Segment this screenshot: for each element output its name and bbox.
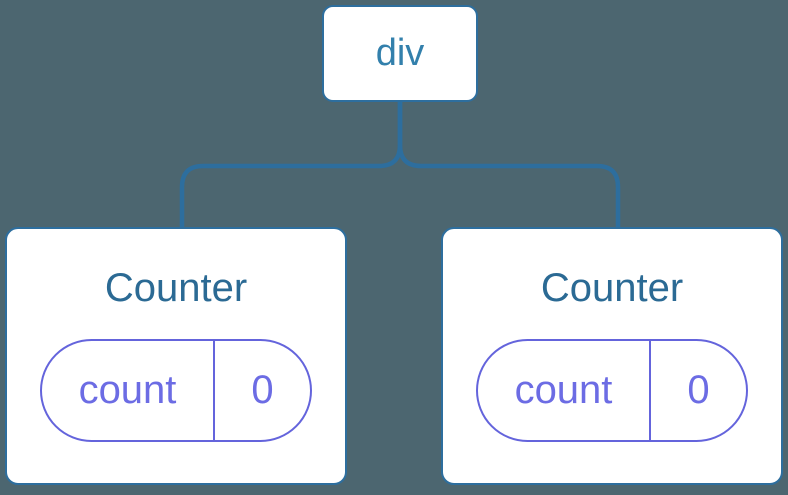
state-value-cell: 0 [649,341,746,440]
tree-node-counter-2: Counter count 0 [441,227,783,485]
state-key: count [514,368,613,412]
root-node-label: div [375,32,425,74]
tree-node-counter-1: Counter count 0 [5,227,347,485]
state-value: 0 [251,368,274,412]
state-key: count [78,368,177,412]
state-pill: count 0 [476,339,748,442]
connector-root-to-left-child [179,101,403,228]
state-key-cell: count [478,341,649,440]
state-pill: count 0 [40,339,312,442]
tree-node-root: div [322,5,478,102]
connector-root-to-right-child [397,101,621,228]
state-key-cell: count [42,341,213,440]
component-title: Counter [540,266,684,310]
state-value: 0 [687,368,710,412]
component-title: Counter [104,266,248,310]
state-value-cell: 0 [213,341,310,440]
